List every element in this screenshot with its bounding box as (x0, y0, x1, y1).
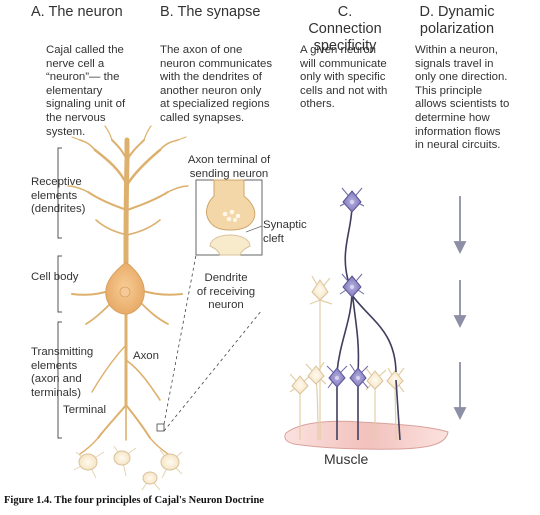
pale-neurons (289, 275, 405, 441)
label-axon: Axon (133, 350, 159, 362)
muscle (284, 420, 449, 450)
pyramidal-neuron (67, 125, 189, 455)
label-receiving-dendrite: Dendrite of receiving neuron (196, 272, 256, 312)
header-dynamic-polarization: D. Dynamic polarization (419, 4, 495, 37)
purple-somas (326, 187, 369, 389)
description-dynamic-polarization: Within a neuron, signals travel in only … (415, 44, 510, 152)
synapse-zoom-marker (156, 423, 165, 432)
neuron-brackets (57, 147, 62, 439)
description-synapse: The axon of one neuron communicates with… (160, 44, 273, 124)
zoom-lines (163, 254, 263, 432)
header-neuron: A. The neuron (31, 4, 123, 20)
label-axon-terminal: Axon terminal of sending neuron (187, 154, 271, 180)
label-receptive-elements: Receptive elements (dendrites) (31, 176, 86, 216)
pale-somas (291, 279, 404, 395)
cleft-pointer (245, 225, 263, 233)
description-connection-specificity: A given neuron will communicate only wit… (300, 44, 388, 111)
header-connection-specificity: C. Connection specificity (308, 4, 382, 54)
description-neuron: Cajal called the nerve cell a “neuron”— … (46, 44, 126, 138)
target-cells (73, 445, 183, 491)
purple-connections (336, 204, 401, 441)
header-synapse: B. The synapse (160, 4, 261, 20)
label-transmitting-elements: Transmitting elements (axon and terminal… (31, 346, 94, 399)
purple-nuclei (335, 199, 360, 380)
label-muscle: Muscle (324, 451, 369, 467)
polarization-arrows (453, 196, 467, 421)
label-synaptic-cleft: Synaptic cleft (263, 219, 307, 245)
figure-caption: Figure 1.4. The four principles of Cajal… (4, 495, 264, 506)
pyramidal-nucleus (119, 286, 131, 298)
label-cell-body: Cell body (31, 271, 79, 283)
synapse-zoom (206, 179, 256, 256)
label-terminal: Terminal (63, 404, 107, 416)
